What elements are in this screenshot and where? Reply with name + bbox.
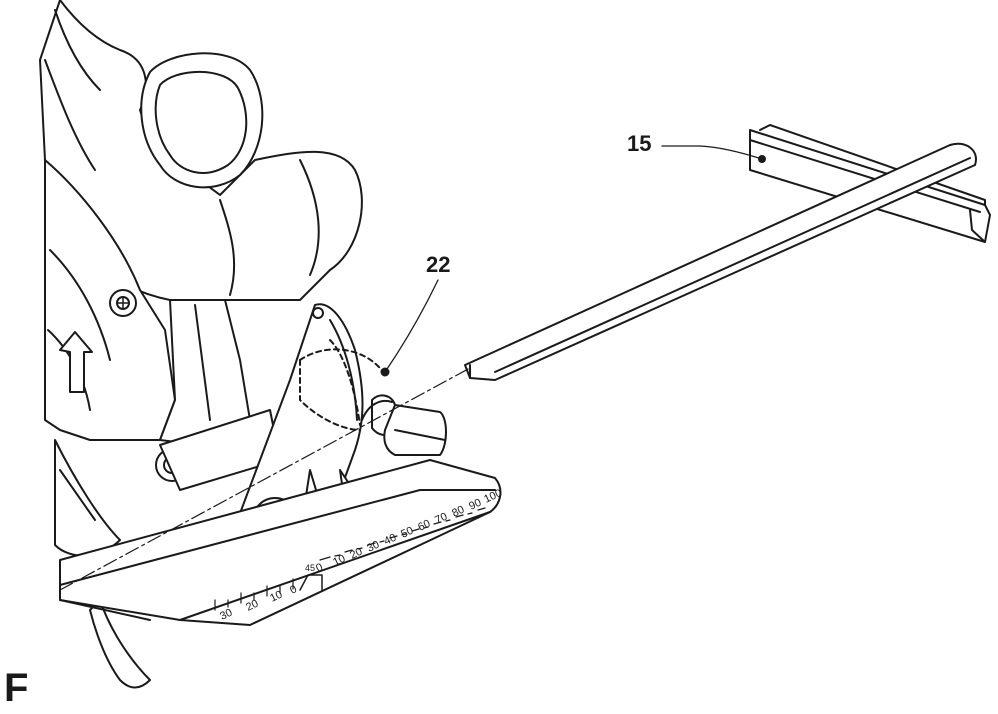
base-plate [59, 459, 502, 626]
scale-label-left-3: 0 [288, 583, 299, 596]
alignment-line [59, 367, 471, 591]
scale-label-right-4: 40 [382, 532, 398, 548]
figure-letter: F [4, 666, 29, 710]
callout-label-22: 22 [426, 252, 451, 277]
scale-ticks-left [214, 578, 294, 611]
bevel-lock-knob [361, 394, 447, 456]
scale-ticks-right [319, 507, 486, 561]
callout-label-15: 15 [627, 131, 652, 156]
scale-label-right-9: 90 [467, 497, 483, 513]
scale-label-right-8: 80 [450, 504, 466, 520]
scale-label-right-2: 20 [348, 546, 364, 562]
leader-line-22 [384, 279, 439, 373]
scale-label-left-2: 10 [268, 589, 284, 605]
lower-blade-guard [54, 439, 151, 689]
direction-arrow-icon [59, 331, 93, 393]
scale-notch [299, 574, 323, 591]
scale-label-right-7: 70 [433, 511, 449, 527]
scale-label-right-1: 10 [331, 553, 347, 569]
scale-label-right-0: 0 [314, 561, 325, 574]
bevel-bracket [155, 299, 281, 491]
scale-label-right-5: 50 [399, 525, 415, 541]
rip-fence [464, 124, 991, 381]
saw-motor-housing [39, 0, 363, 301]
scale-label-right-6: 60 [416, 518, 432, 534]
scale-label-right-3: 30 [365, 539, 381, 555]
scale-label-left-1: 20 [244, 598, 260, 614]
leader-line-15 [661, 145, 763, 160]
scale-label-left-0: 30 [218, 607, 234, 623]
saw-blade-guard [44, 159, 176, 441]
scale-notch-label: 45 [305, 563, 315, 573]
